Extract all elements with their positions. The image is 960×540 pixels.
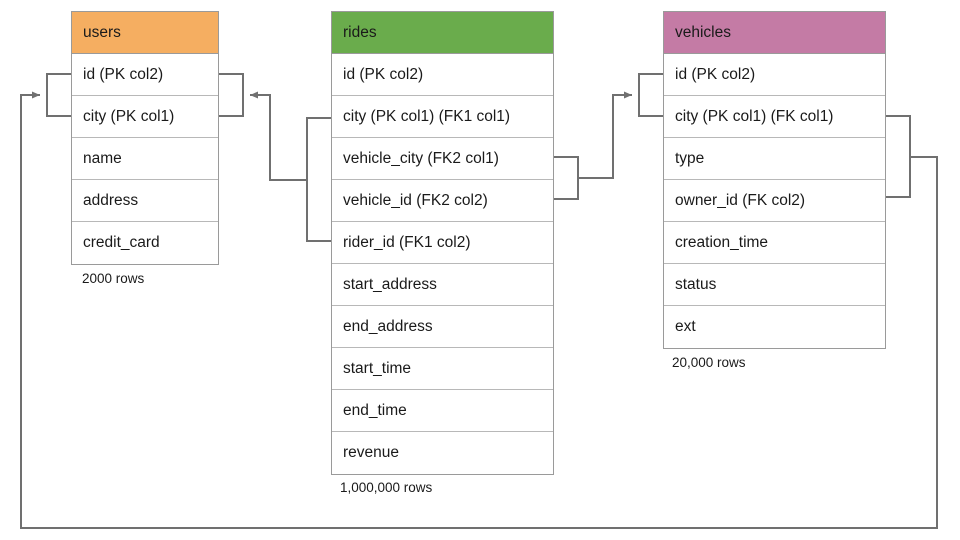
table-vehicles-column-id[interactable]: id (PK col2) xyxy=(664,54,885,96)
table-vehicles-column-type[interactable]: type xyxy=(664,138,885,180)
connector-vehicles-right-bracket xyxy=(886,115,911,198)
table-rides-column-vehicle-id[interactable]: vehicle_id (FK2 col2) xyxy=(332,180,553,222)
connector-rides-right-bracket xyxy=(554,156,579,200)
table-rides-column-revenue[interactable]: revenue xyxy=(332,432,553,474)
table-users-row-count: 2000 rows xyxy=(82,271,145,286)
connector-rides-to-vehicles xyxy=(578,91,632,179)
table-rides-column-end-time[interactable]: end_time xyxy=(332,390,553,432)
table-vehicles-column-ext[interactable]: ext xyxy=(664,306,885,348)
table-users-column-name[interactable]: name xyxy=(72,138,218,180)
table-users-column-credit-card[interactable]: credit_card xyxy=(72,222,218,264)
table-rides-column-vehicle-city[interactable]: vehicle_city (FK2 col1) xyxy=(332,138,553,180)
table-vehicles-column-status[interactable]: status xyxy=(664,264,885,306)
table-vehicles-column-city[interactable]: city (PK col1) (FK col1) xyxy=(664,96,885,138)
connector-users-left-bracket xyxy=(46,73,71,117)
table-users-header: users xyxy=(72,12,218,54)
table-rides-column-id[interactable]: id (PK col2) xyxy=(332,54,553,96)
table-users-column-address[interactable]: address xyxy=(72,180,218,222)
table-rides-column-rider-id[interactable]: rider_id (FK1 col2) xyxy=(332,222,553,264)
table-rides-column-end-address[interactable]: end_address xyxy=(332,306,553,348)
table-users[interactable]: users id (PK col2) city (PK col1) name a… xyxy=(71,11,219,265)
table-users-column-id[interactable]: id (PK col2) xyxy=(72,54,218,96)
table-rides-column-city[interactable]: city (PK col1) (FK1 col1) xyxy=(332,96,553,138)
connector-rides-left-bracket xyxy=(306,117,331,242)
table-rides-column-start-time[interactable]: start_time xyxy=(332,348,553,390)
table-rides-header: rides xyxy=(332,12,553,54)
table-vehicles-column-owner-id[interactable]: owner_id (FK col2) xyxy=(664,180,885,222)
connector-users-right-bracket xyxy=(219,73,244,117)
table-vehicles[interactable]: vehicles id (PK col2) city (PK col1) (FK… xyxy=(663,11,886,349)
table-rides[interactable]: rides id (PK col2) city (PK col1) (FK1 c… xyxy=(331,11,554,475)
table-rides-column-start-address[interactable]: start_address xyxy=(332,264,553,306)
table-users-column-city[interactable]: city (PK col1) xyxy=(72,96,218,138)
connector-rides-to-users xyxy=(250,91,307,181)
table-vehicles-column-creation-time[interactable]: creation_time xyxy=(664,222,885,264)
connector-vehicles-left-bracket xyxy=(638,73,663,117)
table-vehicles-header: vehicles xyxy=(664,12,885,54)
table-vehicles-row-count: 20,000 rows xyxy=(672,355,746,370)
table-rides-row-count: 1,000,000 rows xyxy=(340,480,433,495)
